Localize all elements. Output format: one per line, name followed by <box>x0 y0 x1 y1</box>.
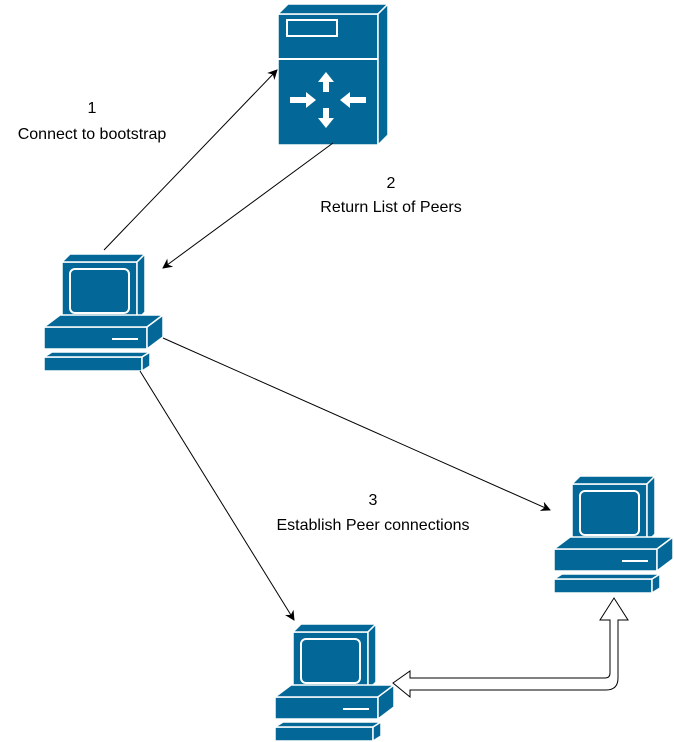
arrow-to-peer-right <box>162 337 551 511</box>
step-2-label: 2 Return List of Peers <box>320 175 461 216</box>
svg-text:Return List of Peers: Return List of Peers <box>320 199 461 216</box>
arrow-return-peers <box>162 142 334 269</box>
arrow-connect-to-bootstrap <box>103 69 278 251</box>
svg-text:2: 2 <box>387 175 396 192</box>
svg-text:3: 3 <box>369 492 378 509</box>
step-1-label: 1 Connect to bootstrap <box>18 100 167 143</box>
client-computer-icon <box>43 253 164 372</box>
peer-right-computer-icon <box>553 475 674 594</box>
bootstrap-server-icon <box>276 2 390 147</box>
step-3-label: 3 Establish Peer connections <box>277 492 470 534</box>
svg-text:Establish Peer connections: Establish Peer connections <box>277 517 470 534</box>
arrow-to-peer-bottom <box>139 370 295 621</box>
peer-bottom-computer-icon <box>274 623 395 742</box>
svg-text:1: 1 <box>88 100 97 117</box>
peer-link-double-arrow <box>392 597 629 699</box>
svg-text:Connect to bootstrap: Connect to bootstrap <box>18 126 167 143</box>
